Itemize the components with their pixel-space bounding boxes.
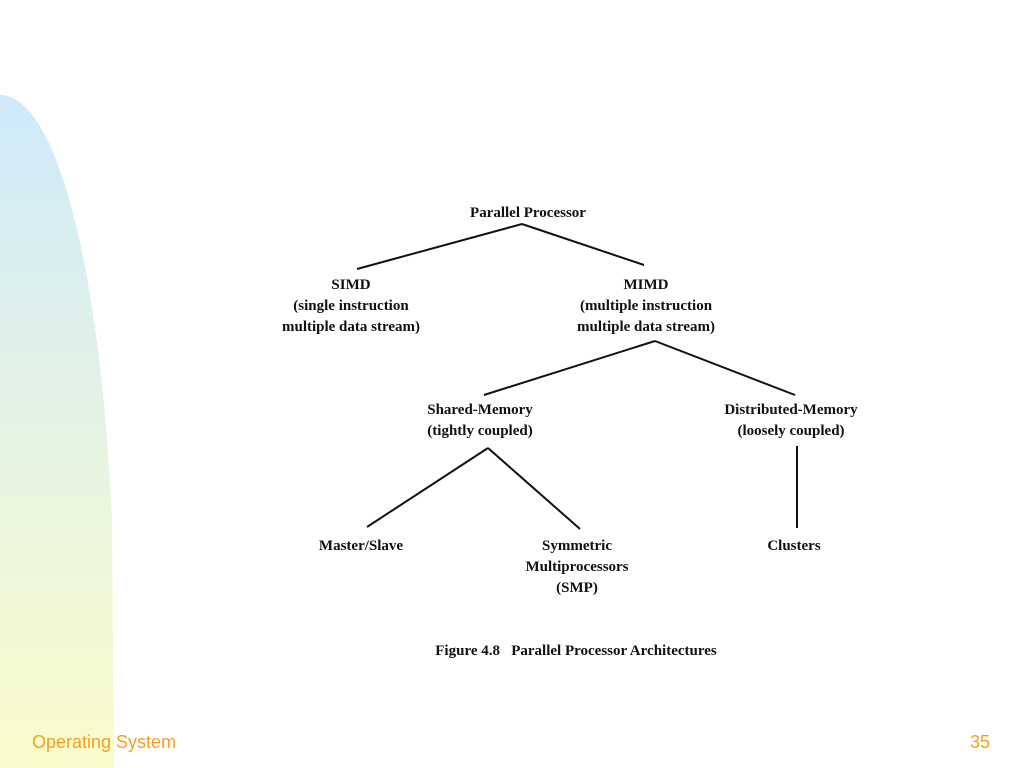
edge-shared-to-master xyxy=(366,447,489,528)
node-master-slave: Master/Slave xyxy=(319,536,403,557)
node-distributed-memory-line-1: Distributed-Memory xyxy=(724,402,858,418)
node-clusters-line-1: Clusters xyxy=(767,538,821,554)
node-master-slave-line-1: Master/Slave xyxy=(318,538,404,554)
node-smp-line-2: Multiprocessors xyxy=(525,559,629,575)
node-smp-line-1: Symmetric xyxy=(542,538,612,554)
node-simd-line-1: SIMD xyxy=(331,277,371,293)
node-distributed-memory: Distributed-Memory (loosely coupled) xyxy=(724,400,857,442)
footer-title: Operating System xyxy=(32,732,177,752)
node-simd: SIMD (single instruction multiple data s… xyxy=(282,275,420,338)
node-shared-memory-line-1: Shared-Memory xyxy=(427,402,533,418)
node-mimd-line-2: (multiple instruction xyxy=(579,298,713,314)
node-smp: Symmetric Multiprocessors (SMP) xyxy=(525,536,628,599)
node-shared-memory-line-2: (tightly coupled) xyxy=(427,423,533,439)
edge-parallel-to-simd xyxy=(356,223,523,270)
edge-mimd-to-shared xyxy=(483,340,656,396)
node-clusters: Clusters xyxy=(767,536,820,557)
node-parallel-processor: Parallel Processor xyxy=(470,203,586,224)
node-distributed-memory-line-2: (loosely coupled) xyxy=(737,423,845,439)
node-simd-line-2: (single instruction xyxy=(293,298,409,314)
node-shared-memory: Shared-Memory (tightly coupled) xyxy=(427,400,533,442)
edge-shared-to-smp xyxy=(487,447,581,530)
node-mimd: MIMD (multiple instruction multiple data… xyxy=(577,275,715,338)
page-number: 35 xyxy=(969,732,990,752)
figure-caption: Figure 4.8 Parallel Processor Architectu… xyxy=(435,643,717,659)
node-parallel-processor-line-1: Parallel Processor xyxy=(470,205,586,221)
edge-mimd-to-distributed xyxy=(654,340,796,396)
node-mimd-line-3: multiple data stream) xyxy=(576,319,716,335)
node-mimd-line-1: MIMD xyxy=(623,277,669,293)
node-smp-line-3: (SMP) xyxy=(556,580,598,596)
node-simd-line-3: multiple data stream) xyxy=(281,319,421,335)
edge-parallel-to-mimd xyxy=(521,223,645,266)
